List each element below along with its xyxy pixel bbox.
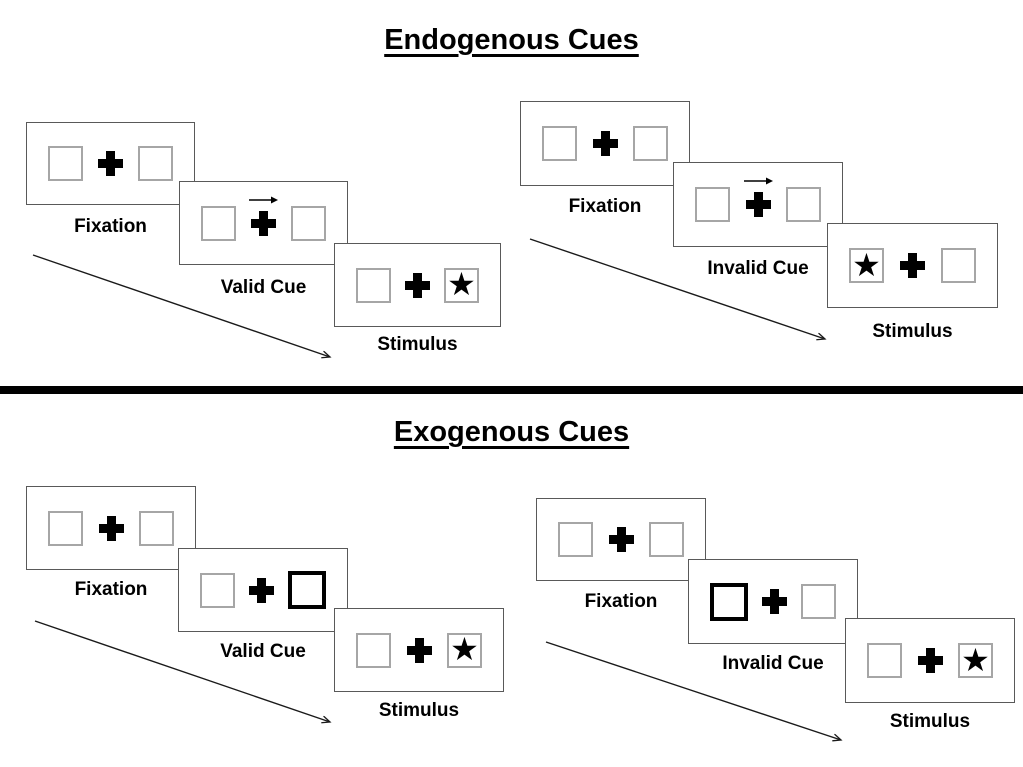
fixation-cross-icon (917, 648, 943, 673)
star-icon: ★ (450, 631, 479, 667)
stimulus-panel: ★ (845, 618, 1015, 703)
peripheral-cue-box-left (710, 582, 748, 621)
panel-label-stimulus: Stimulus (377, 334, 458, 355)
timeline-arrow-exogenous-valid (34, 620, 330, 722)
panel-label-stimulus: Stimulus (889, 711, 971, 732)
fixation-panel (26, 486, 196, 570)
placeholder-box-right (786, 187, 821, 222)
placeholder-box-left (356, 267, 391, 303)
fixation-panel (536, 498, 706, 581)
placeholder-box-left (48, 146, 83, 181)
fixation-cross-icon (762, 589, 787, 614)
target-box-right: ★ (444, 266, 479, 303)
stimulus-panel: ★ (334, 608, 504, 692)
panel-label-invalid-cue: Invalid Cue (722, 653, 824, 674)
panel-label-stimulus: Stimulus (872, 321, 953, 342)
target-box-left: ★ (849, 248, 884, 283)
section-title-exogenous: Exogenous Cues (393, 416, 630, 448)
panel-label-valid-cue: Valid Cue (220, 277, 307, 298)
stimulus-panel: ★ (334, 243, 501, 327)
panel-label-stimulus: Stimulus (378, 700, 460, 721)
fixation-cross-icon (249, 577, 274, 603)
timeline-arrow-endogenous-valid (32, 254, 330, 357)
placeholder-box-right (291, 205, 326, 241)
fixation-cross-icon (251, 210, 276, 236)
cue-arrow-icon (249, 196, 278, 203)
invalid-cue-panel (688, 559, 858, 644)
panel-label-fixation: Fixation (74, 216, 147, 237)
valid-cue-panel (178, 548, 348, 632)
section-divider (0, 386, 1023, 394)
placeholder-box-left (201, 205, 236, 241)
placeholder-box-left (558, 522, 593, 557)
cue-arrow-icon (743, 177, 773, 185)
placeholder-box-left (356, 632, 391, 668)
target-box-right: ★ (447, 631, 482, 668)
placeholder-box-right (801, 584, 836, 619)
placeholder-box-right (941, 248, 976, 283)
stimulus-panel: ★ (827, 223, 998, 308)
fixation-cross-icon (98, 515, 124, 541)
placeholder-box-left (542, 126, 577, 161)
target-box-right: ★ (958, 643, 993, 678)
placeholder-box-left (200, 572, 235, 608)
star-icon: ★ (961, 641, 990, 678)
panel-label-fixation: Fixation (584, 591, 658, 612)
placeholder-box-right (139, 510, 174, 546)
placeholder-box-left (695, 187, 730, 222)
placeholder-box-left (48, 510, 83, 546)
placeholder-box-left (867, 643, 902, 678)
timeline-arrow-endogenous-invalid (529, 238, 825, 339)
placeholder-box-right (633, 126, 668, 161)
fixation-cross-icon (98, 151, 123, 176)
fixation-cross-icon (900, 253, 925, 278)
placeholder-box-right (138, 146, 173, 181)
placeholder-box-right (649, 522, 684, 557)
panel-label-fixation: Fixation (568, 196, 642, 217)
star-icon: ★ (447, 266, 476, 302)
fixation-panel (26, 122, 195, 205)
timeline-arrow-exogenous-invalid (545, 641, 841, 740)
fixation-panel (520, 101, 690, 186)
star-icon: ★ (852, 246, 881, 283)
peripheral-cue-box-right (288, 571, 326, 609)
invalid-cue-panel (673, 162, 843, 247)
fixation-cross-icon (406, 637, 432, 663)
panel-label-invalid-cue: Invalid Cue (707, 258, 809, 279)
panel-label-fixation: Fixation (74, 579, 148, 600)
fixation-cross-icon (745, 192, 771, 217)
fixation-cross-icon (592, 131, 618, 156)
section-title-endogenous: Endogenous Cues (384, 24, 639, 56)
panel-label-valid-cue: Valid Cue (220, 641, 306, 662)
fixation-cross-icon (608, 527, 634, 552)
valid-cue-panel (179, 181, 348, 265)
fixation-cross-icon (405, 272, 430, 298)
